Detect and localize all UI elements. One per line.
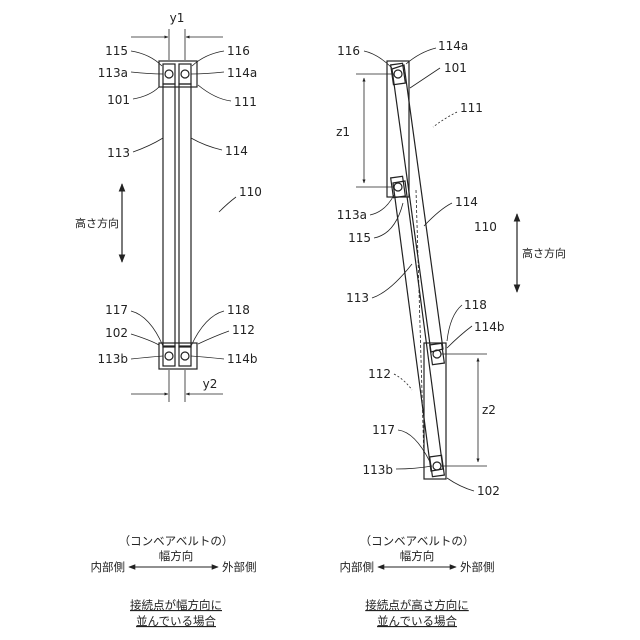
right-pin-114b bbox=[433, 350, 441, 358]
left-ref-116: 116 bbox=[227, 44, 250, 58]
left-ref-113a: 113a bbox=[98, 66, 128, 80]
right-ref-113b: 113b bbox=[362, 463, 393, 477]
right-ref-111: 111 bbox=[460, 101, 483, 115]
left-caption-outer: 外部側 bbox=[222, 560, 257, 574]
left-caption-inner: 内部側 bbox=[91, 560, 126, 574]
right-ref-112: 112 bbox=[368, 367, 391, 381]
right-ref-114: 114 bbox=[455, 195, 478, 209]
left-ref-111: 111 bbox=[234, 95, 257, 109]
right-caption-outer: 外部側 bbox=[460, 560, 495, 574]
right-ref-113: 113 bbox=[346, 291, 369, 305]
right-ref-113a: 113a bbox=[337, 208, 367, 222]
right-pin-113b bbox=[433, 462, 441, 470]
left-ref-115: 115 bbox=[105, 44, 128, 58]
left-panel-text: y1 115 116 113a 114a 101 111 113 114 110… bbox=[75, 11, 262, 628]
right-panel-text: 116 114a 101 111 z1 114 113a 110 115 高さ方… bbox=[336, 39, 566, 628]
left-ref-101: 101 bbox=[107, 93, 130, 107]
left-ref-114b: 114b bbox=[227, 352, 258, 366]
left-ref-114: 114 bbox=[225, 144, 248, 158]
left-link-113 bbox=[163, 84, 175, 347]
right-ref-116: 116 bbox=[337, 44, 360, 58]
right-ref-114b: 114b bbox=[474, 320, 505, 334]
left-ref-117: 117 bbox=[105, 303, 128, 317]
right-caption-line1: （コンベアベルトの） bbox=[360, 534, 475, 548]
left-pin-113b bbox=[165, 352, 173, 360]
right-ref-101: 101 bbox=[444, 61, 467, 75]
right-caption-title1: 接続点が高さ方向に bbox=[365, 598, 469, 612]
left-ref-113b: 113b bbox=[97, 352, 128, 366]
left-link-114 bbox=[179, 84, 191, 347]
left-dim-y1: y1 bbox=[170, 11, 185, 25]
left-ref-118: 118 bbox=[227, 303, 250, 317]
left-ref-114a: 114a bbox=[227, 66, 257, 80]
left-ref-113: 113 bbox=[107, 146, 130, 160]
right-ref-102: 102 bbox=[477, 484, 500, 498]
left-ref-112: 112 bbox=[232, 323, 255, 337]
left-caption-title2: 並んでいる場合 bbox=[136, 614, 216, 628]
left-caption-line1: （コンベアベルトの） bbox=[119, 534, 234, 548]
right-link-113 bbox=[393, 181, 443, 471]
left-pin-113a bbox=[165, 70, 173, 78]
right-pin-113a bbox=[394, 183, 402, 191]
right-dim-z2: z2 bbox=[482, 403, 496, 417]
left-ref-110: 110 bbox=[239, 185, 262, 199]
right-link-114 bbox=[392, 65, 443, 352]
left-pin-114b bbox=[181, 352, 189, 360]
right-center-dashed-line bbox=[416, 190, 424, 460]
right-ref-110: 110 bbox=[474, 220, 497, 234]
left-panel bbox=[122, 29, 236, 567]
right-height-direction: 高さ方向 bbox=[522, 246, 566, 260]
left-ref-102: 102 bbox=[105, 326, 128, 340]
left-caption-line2: 幅方向 bbox=[159, 549, 194, 563]
left-caption-title1: 接続点が幅方向に bbox=[130, 598, 222, 612]
right-ref-118: 118 bbox=[464, 298, 487, 312]
left-dim-y2: y2 bbox=[203, 377, 218, 391]
left-height-direction: 高さ方向 bbox=[75, 216, 119, 230]
left-pin-114a bbox=[181, 70, 189, 78]
right-caption-inner: 内部側 bbox=[340, 560, 375, 574]
right-ref-115: 115 bbox=[348, 231, 371, 245]
right-caption-title2: 並んでいる場合 bbox=[377, 614, 457, 628]
right-pin-114a bbox=[394, 70, 402, 78]
right-caption-line2: 幅方向 bbox=[400, 549, 435, 563]
right-ref-117: 117 bbox=[372, 423, 395, 437]
right-ref-114a: 114a bbox=[438, 39, 468, 53]
right-dim-z1: z1 bbox=[336, 125, 350, 139]
